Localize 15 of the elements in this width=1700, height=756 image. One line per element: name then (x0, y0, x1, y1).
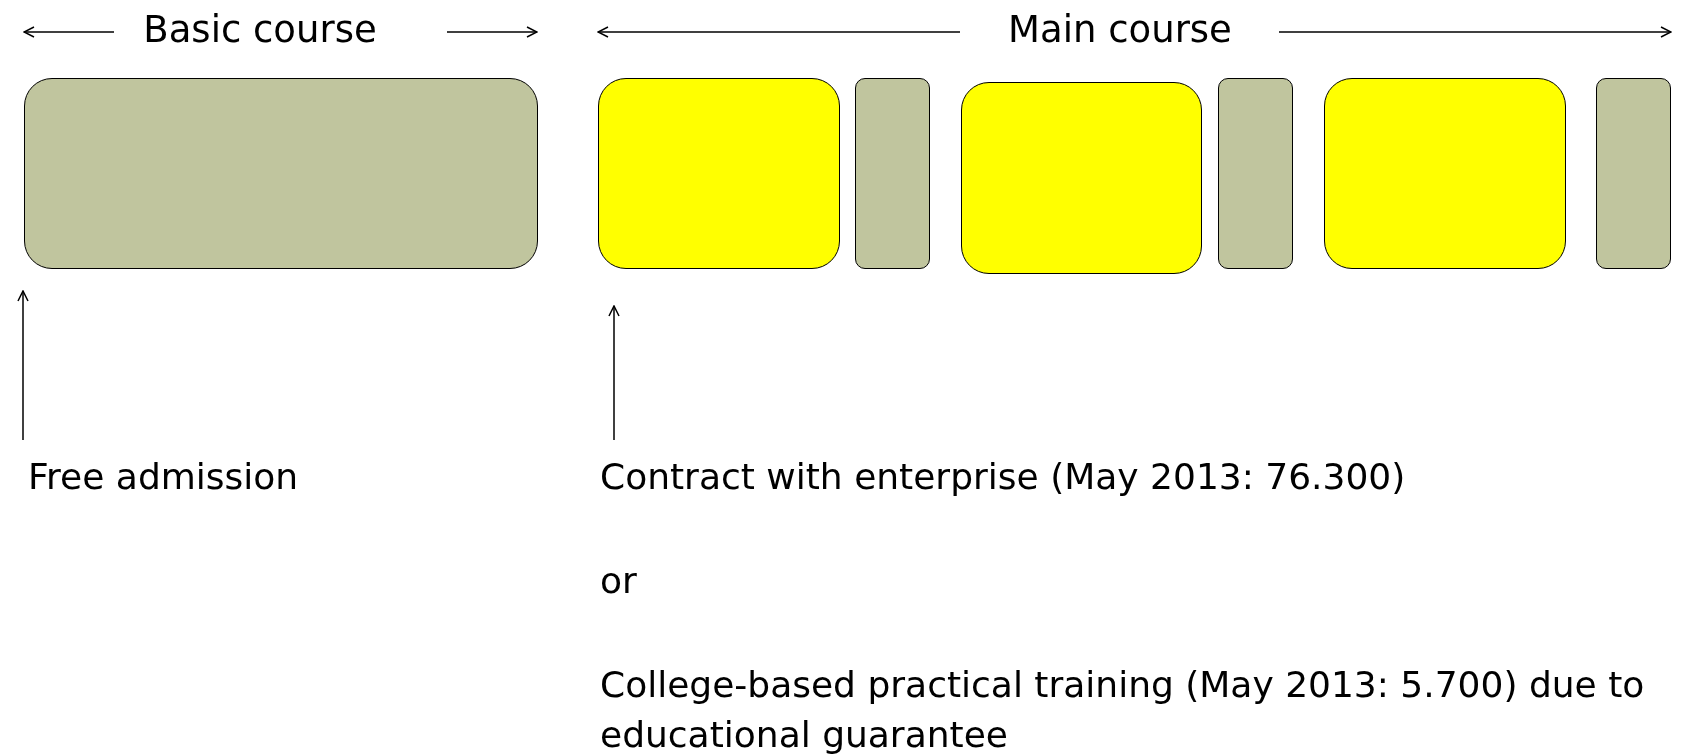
main-course-label: Main course (1008, 8, 1232, 52)
contract-text: Contract with enterprise (May 2013: 76.300) (600, 455, 1407, 499)
arrow (608, 305, 620, 441)
course-block (961, 82, 1202, 274)
arrow (17, 290, 29, 441)
or-text: or (600, 559, 638, 603)
course-block (598, 78, 840, 269)
course-block (24, 78, 538, 269)
course-block (1324, 78, 1566, 269)
admission-text: Free admission (28, 455, 300, 499)
basic-course-label: Basic course (143, 8, 377, 52)
course-block (1218, 78, 1293, 269)
contract-text: College-based practical training (May 2013: 5.700) due to educational guarantee (600, 663, 1646, 756)
course-block (1596, 78, 1671, 269)
course-block (855, 78, 930, 269)
